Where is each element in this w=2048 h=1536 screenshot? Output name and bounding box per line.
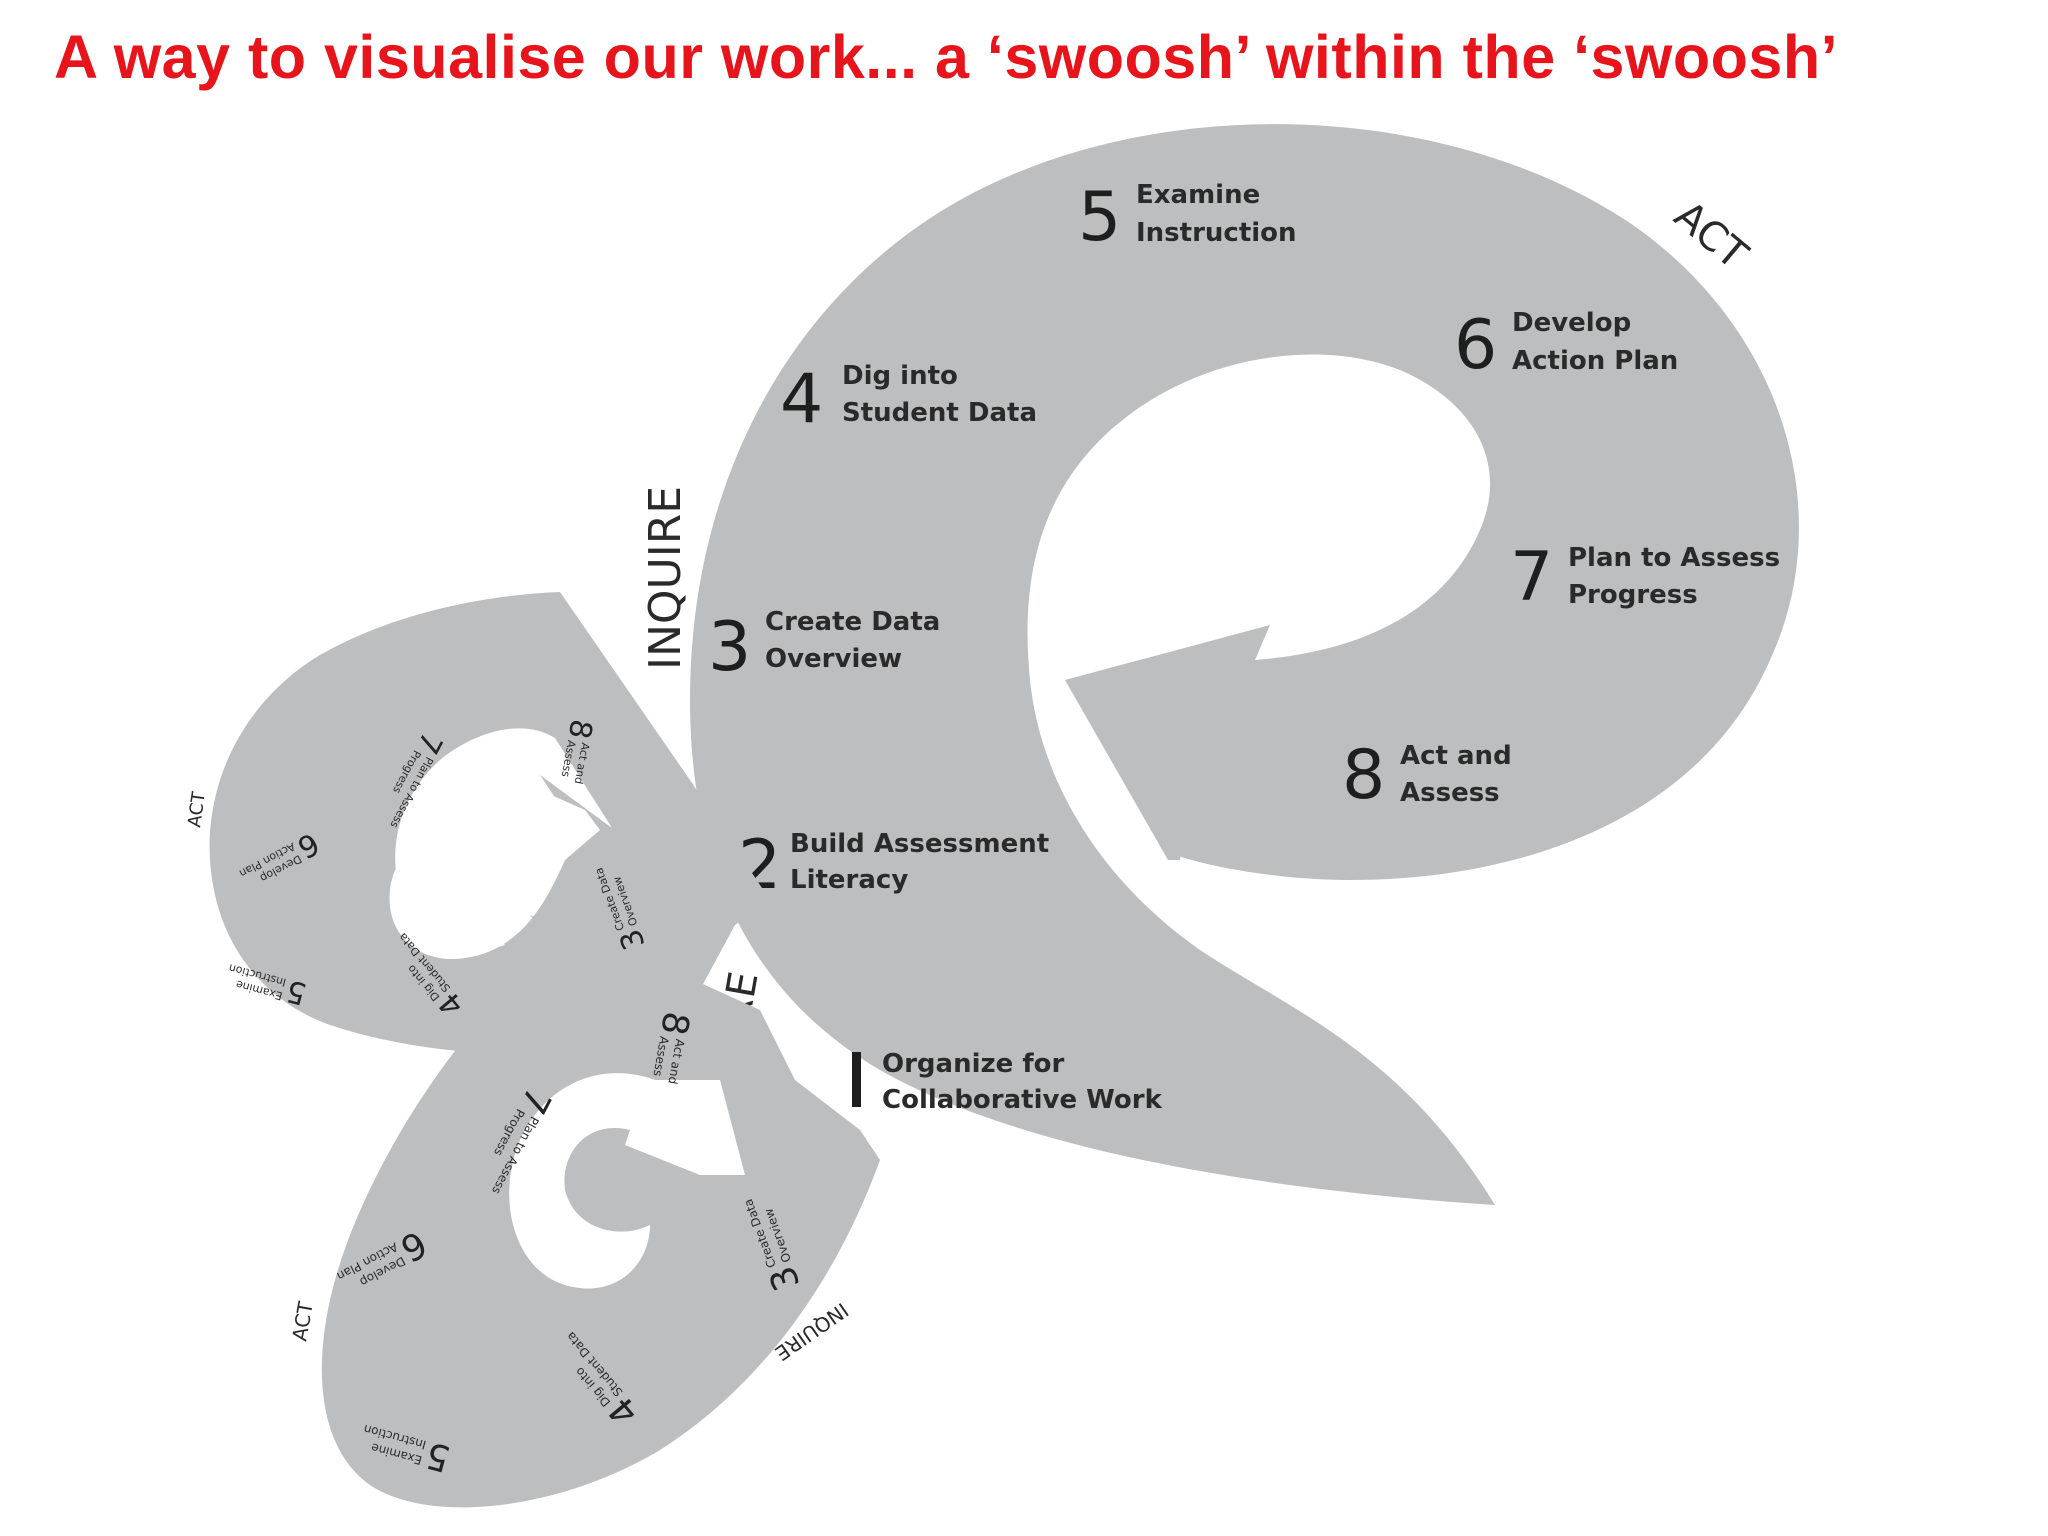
mini-swoosh-upper: ACT [184, 592, 770, 1055]
step-7-line1: Plan to Assess [1568, 543, 1780, 573]
step-5-line1: Examine [1136, 180, 1260, 210]
step-4-line2: Student Data [842, 398, 1037, 428]
step-8-number: 8 [1342, 736, 1385, 815]
step-2-line2: Literacy [790, 865, 908, 895]
step-3-number: 3 [708, 608, 751, 687]
step-2-line1: Build Assessment [790, 829, 1049, 859]
step-1-bar [852, 1052, 861, 1107]
slide-title: A way to visualise our work... a ‘swoosh… [54, 23, 1839, 91]
step-5-line2: Instruction [1136, 218, 1297, 248]
step-3-line2: Overview [765, 644, 902, 674]
step-6-line1: Develop [1512, 308, 1631, 338]
step-3: 3 Create Data Overview [708, 607, 940, 687]
step-6: 6 Develop Action Plan [1454, 306, 1678, 385]
step-1-line1: Organize for [882, 1049, 1064, 1079]
step-4: 4 Dig into Student Data [780, 360, 1037, 439]
mini-swoosh-upper-cutout [395, 728, 612, 950]
step-7-number: 7 [1510, 538, 1553, 617]
mini-upper-act-label: ACT [184, 790, 210, 829]
step-1-line2: Collaborative Work [882, 1085, 1163, 1115]
mini-lower-act-label: ACT [287, 1299, 318, 1343]
mini-swoosh-upper-shape [209, 592, 770, 1055]
mini-swoosh-lower-shape [321, 915, 880, 1508]
step-8: 8 Act and Assess [1342, 736, 1512, 815]
mini-upper-step-8-line2: Assess [559, 739, 578, 778]
step-4-number: 4 [780, 360, 823, 439]
mini-lower-step-8-line2: Assess [650, 1035, 671, 1077]
mini-upper-step-8: 8 Act and Assess [559, 717, 599, 785]
step-8-line2: Assess [1400, 778, 1500, 808]
step-6-line2: Action Plan [1512, 346, 1678, 376]
step-7: 7 Plan to Assess Progress [1510, 538, 1780, 617]
step-5-number: 5 [1078, 178, 1121, 257]
mini-swoosh-lower-cutout [509, 1073, 745, 1289]
step-1: Organize for Collaborative Work [852, 1049, 1163, 1115]
step-3-line1: Create Data [765, 607, 940, 637]
main-swoosh [690, 124, 1799, 1206]
main-swoosh-shape [690, 124, 1799, 1206]
step-6-number: 6 [1454, 306, 1497, 385]
mini-swoosh-lower: ACT INQUIRE [287, 915, 880, 1508]
step-7-line2: Progress [1568, 580, 1698, 610]
phase-inquire-label: INQUIRE [640, 486, 691, 670]
step-8-line1: Act and [1400, 741, 1512, 771]
step-4-line1: Dig into [842, 361, 958, 391]
step-5: 5 Examine Instruction [1078, 178, 1297, 257]
